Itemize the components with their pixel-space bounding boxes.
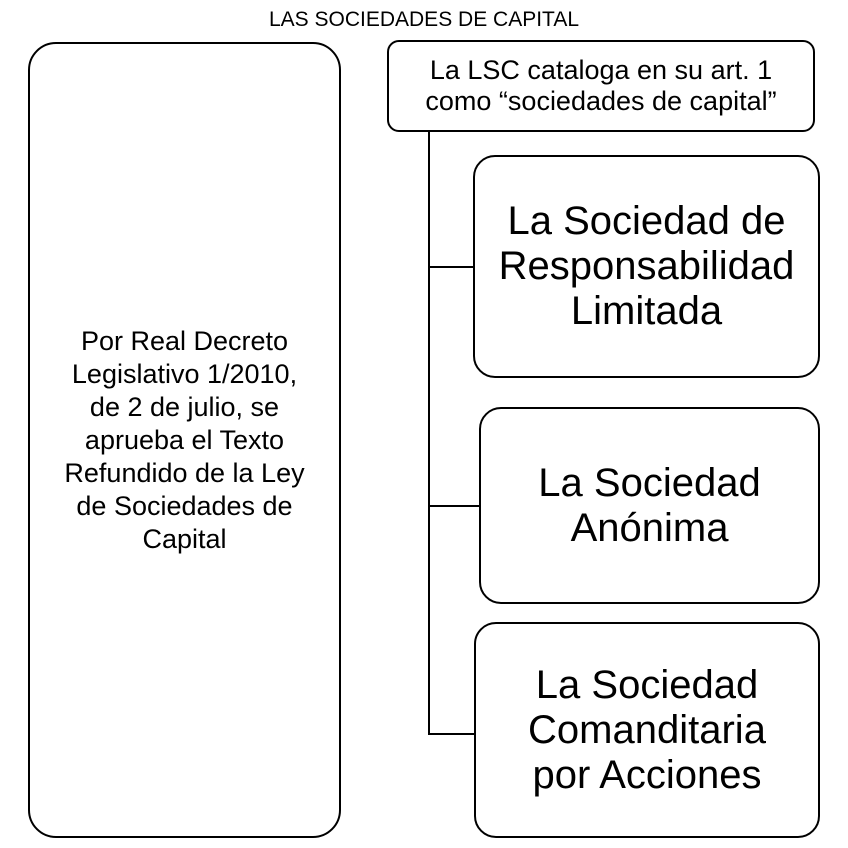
connector-trunk-line bbox=[428, 131, 430, 734]
type-box-sociedad-comanditaria-por-acciones: La Sociedad Comanditaria por Acciones bbox=[474, 622, 820, 838]
intro-box: Por Real Decreto Legislativo 1/2010, de … bbox=[28, 42, 341, 838]
type-box-sociedad-anonima: La Sociedad Anónima bbox=[479, 407, 820, 604]
intro-box-text: Por Real Decreto Legislativo 1/2010, de … bbox=[64, 325, 305, 554]
connector-branch-sociedad-limitada bbox=[428, 266, 475, 268]
header-box: La LSC cataloga en su art. 1 como “socie… bbox=[387, 40, 815, 132]
type-box-label: La Sociedad Comanditaria por Acciones bbox=[528, 662, 766, 797]
type-box-label: La Sociedad Anónima bbox=[538, 460, 761, 550]
header-box-text: La LSC cataloga en su art. 1 como “socie… bbox=[425, 55, 777, 116]
connector-branch-sociedad-anonima bbox=[428, 505, 481, 507]
diagram-title: LAS SOCIEDADES DE CAPITAL bbox=[268, 8, 580, 31]
connector-branch-sociedad-comanditaria bbox=[428, 733, 476, 735]
type-box-label: La Sociedad de Responsabilidad Limitada bbox=[498, 199, 795, 333]
type-box-sociedad-responsabilidad-limitada: La Sociedad de Responsabilidad Limitada bbox=[473, 155, 820, 378]
